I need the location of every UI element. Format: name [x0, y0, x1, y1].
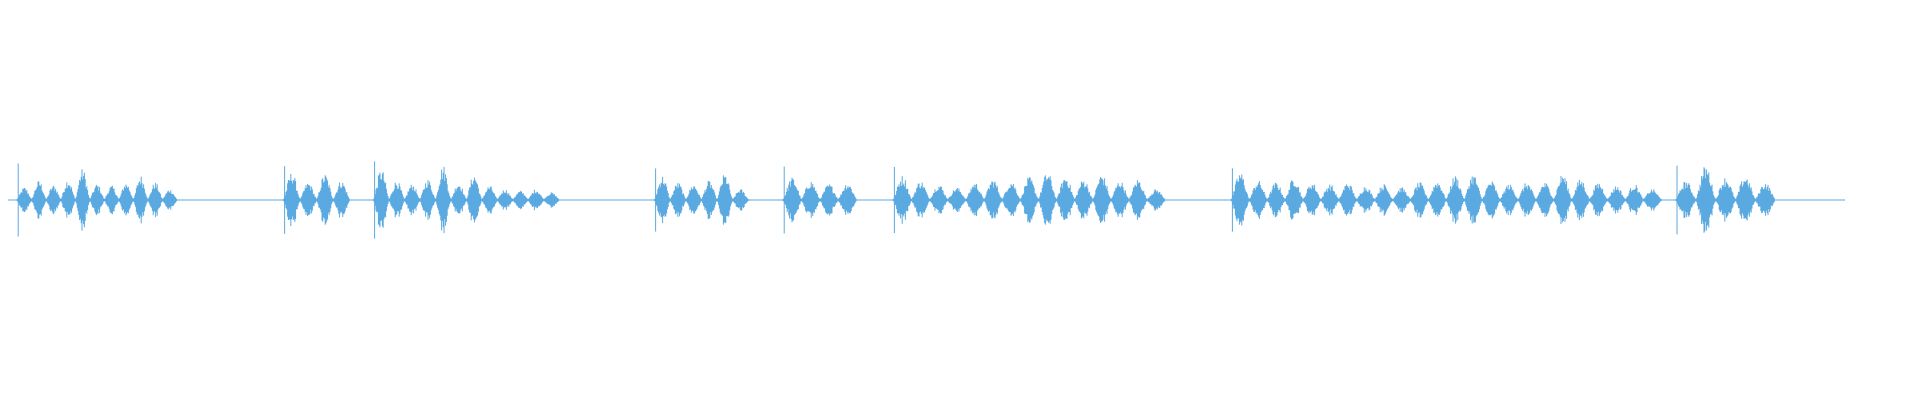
waveform-segment [782, 177, 857, 223]
waveform-segment [16, 169, 177, 231]
waveform-segment [283, 173, 350, 227]
waveform-segment [1230, 174, 1662, 226]
waveform-segment [373, 166, 559, 234]
waveform-segment [892, 175, 1166, 225]
waveform-segment [654, 175, 749, 225]
waveform-signal [16, 161, 1775, 239]
waveform-segment [1675, 167, 1775, 233]
